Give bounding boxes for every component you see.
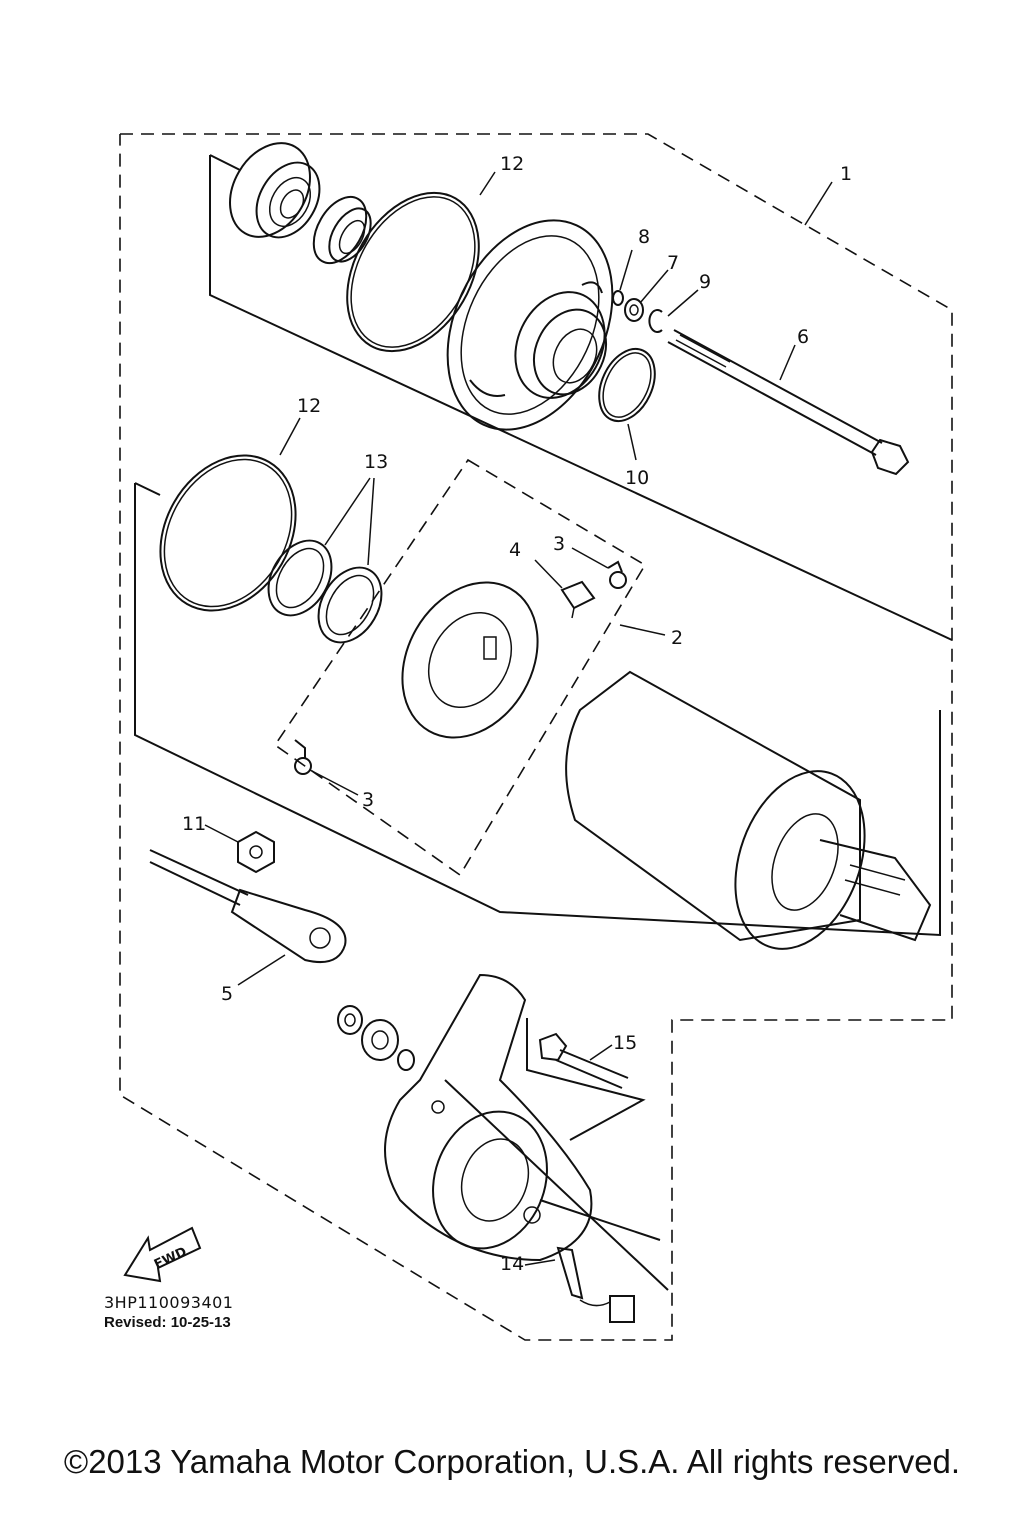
callout-14: 14: [500, 1253, 524, 1275]
callout-8: 8: [638, 226, 650, 248]
o-ring-upper: [346, 191, 480, 353]
lead-wire: [149, 849, 347, 964]
callout-3-upper: 3: [553, 533, 565, 555]
front-cover-group-outline: [209, 155, 953, 641]
shims: [267, 539, 383, 644]
callout-6: 6: [797, 326, 809, 348]
callout-12-upper: 12: [500, 153, 524, 175]
oil-seal: [312, 195, 372, 265]
brush-lead-14: [556, 1246, 635, 1323]
screw-15: [538, 1032, 629, 1089]
nut: [237, 830, 275, 874]
callout-5: 5: [221, 983, 233, 1005]
fwd-label: FWD: [152, 1245, 189, 1273]
front-cover: [446, 219, 614, 431]
callout-13: 13: [364, 451, 388, 473]
callout-4: 4: [509, 539, 521, 561]
washer: [624, 298, 644, 322]
callout-2: 2: [671, 627, 683, 649]
yoke-housing: [565, 670, 932, 950]
copyright-notice: ©2013 Yamaha Motor Corporation, U.S.A. A…: [63, 1443, 961, 1480]
brush-plate: [401, 581, 539, 739]
through-bolt: [667, 329, 910, 476]
circlip: [648, 309, 663, 333]
o-ring-10: [598, 347, 656, 423]
revision-date: Revised: 10-25-13: [104, 1314, 231, 1331]
bearing: [229, 142, 321, 239]
callout-7: 7: [667, 252, 679, 274]
callout-1: 1: [840, 163, 852, 185]
o-ring-lower: [159, 454, 297, 612]
o-ring-small: [612, 290, 624, 306]
spring-upper: [607, 560, 627, 589]
bolt-15-group-outline: [526, 1018, 646, 1141]
callout-15: 15: [613, 1032, 637, 1054]
callout-9: 9: [699, 271, 711, 293]
brush: [560, 580, 596, 619]
callout-3-lower: 3: [362, 789, 374, 811]
spring-lower: [294, 739, 312, 775]
leader-lines: [204, 171, 833, 1266]
callout-10: 10: [625, 467, 649, 489]
diagram-part-code: 3HP110093401: [104, 1293, 234, 1312]
callout-11: 11: [182, 813, 206, 835]
rear-cover: [384, 973, 593, 1262]
brush-holder-subassembly-outline: [273, 458, 647, 877]
lead-washers: [337, 1005, 415, 1071]
assembly-boundary: [119, 133, 953, 1341]
yoke-group-outline: [134, 483, 941, 937]
callout-12-lower: 12: [297, 395, 321, 417]
fwd-arrow-icon: FWD: [123, 1226, 202, 1283]
